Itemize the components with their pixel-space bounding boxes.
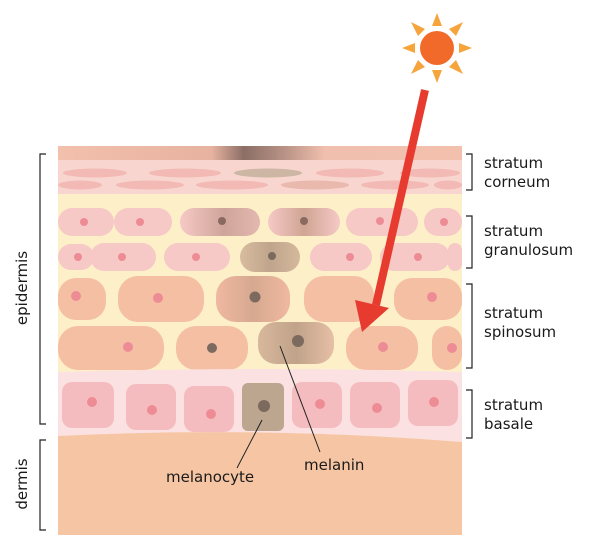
epidermis-bracket [39,153,46,425]
label-line: granulosum [484,241,574,259]
label-epidermis: epidermis [13,250,31,326]
label-stratum-corneum: stratum corneum [484,154,550,192]
corneum-bracket [466,153,473,191]
stratum-basale-layer [58,369,462,442]
melanocyte-pointer [236,419,263,469]
label-melanin: melanin [304,456,365,474]
label-dermis: dermis [13,458,31,510]
sun-icon [402,13,472,83]
label-stratum-basale: stratum basale [484,396,543,434]
label-line: stratum [484,304,544,322]
label-stratum-granulosum: stratum granulosum [484,222,573,260]
stratum-granulosum-layer [58,208,462,272]
label-line: stratum [484,154,544,172]
granulosum-bracket [466,215,473,269]
stratum-corneum-layer [58,146,462,194]
label-line: stratum [484,396,544,414]
dermis-layer [58,432,462,535]
dermis-bracket [39,439,46,531]
label-melanocyte: melanocyte [166,468,255,486]
label-line: spinosum [484,323,557,341]
label-stratum-spinosum: stratum spinosum [484,304,556,342]
stratum-spinosum-layer [58,276,462,370]
melanin-pointer [279,345,321,453]
label-line: stratum [484,222,544,240]
label-line: corneum [484,173,551,191]
spinosum-bracket [466,283,473,369]
uv-ray-arrow [355,89,429,332]
label-line: basale [484,415,534,433]
basale-bracket [466,389,473,439]
